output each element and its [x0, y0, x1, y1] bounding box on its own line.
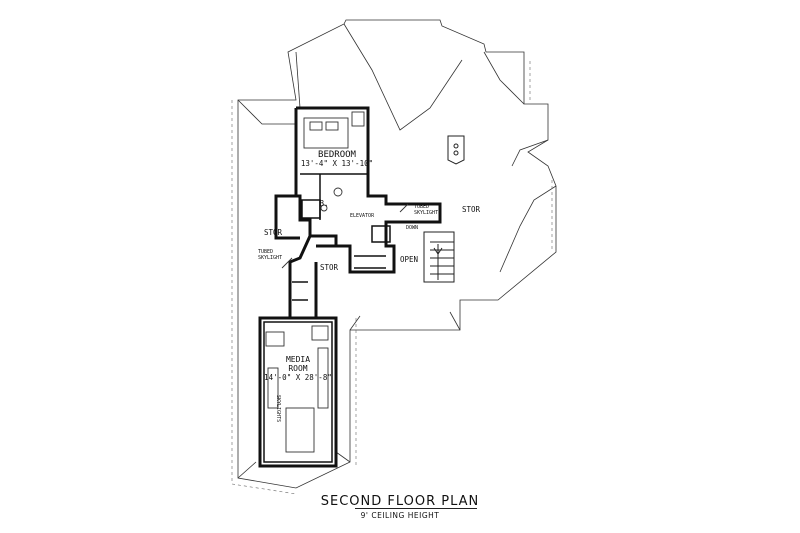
stor-right-label: STOR: [462, 205, 481, 214]
media-room-label-2: ROOM: [288, 364, 307, 373]
skylights-note: SKYLIGHTS: [275, 395, 281, 422]
media-room-dims: 14'-0" X 28'-8": [264, 373, 332, 382]
tubed-skylight-note-1a: TUBED: [414, 204, 429, 210]
bedroom-dims: 13'-4" X 13'-10": [301, 159, 373, 168]
tubed-skylight-note-2b: SKYLIGHT: [258, 255, 282, 261]
bath-label: B.: [319, 199, 328, 208]
furniture: [265, 111, 409, 453]
elevator-note: ELEVATOR: [350, 213, 375, 219]
bedroom-label: BEDROOM: [318, 150, 357, 160]
stair: [423, 231, 455, 283]
stor-center-label: STOR: [320, 263, 339, 272]
tubed-skylight-note-2a: TUBED: [258, 249, 273, 255]
dormer: [447, 135, 465, 165]
open-label: OPEN: [400, 255, 418, 264]
media-room-label-1: MEDIA: [286, 355, 310, 364]
stor-left-label: STOR: [264, 228, 283, 237]
title-underline: [355, 508, 477, 509]
walls: [258, 106, 442, 468]
plan-subtitle: 9' CEILING HEIGHT: [360, 511, 440, 520]
plan-title: SECOND FLOOR PLAN: [320, 494, 480, 509]
down-note: DOWN: [406, 225, 418, 231]
inner-walls: [263, 173, 391, 463]
roof-overhang-dashes: [231, 60, 553, 495]
roof-outline: [237, 19, 557, 489]
tubed-skylight-note-1b: SKYLIGHT: [414, 210, 438, 216]
